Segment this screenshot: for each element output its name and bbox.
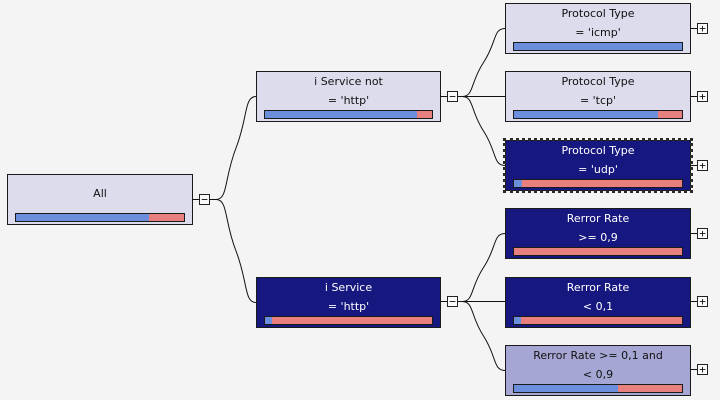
tree-node-service-http[interactable]: i Service = 'http' [256,277,441,328]
node-label-line2: = 'icmp' [575,26,621,39]
class-distribution-bar [264,110,433,119]
class-distribution-bar [513,384,683,393]
tree-node-rerror-low[interactable]: Rerror Rate < 0,1 [505,277,691,328]
node-label-line2: = 'tcp' [579,94,617,107]
attack-class-segment [522,180,682,187]
attack-class-segment [618,385,682,392]
node-label-line1: Protocol Type [561,75,635,88]
tree-node-root[interactable]: All [7,174,193,225]
expand-toggle-rerror-low[interactable]: + [697,296,708,307]
connector-curve [461,96,506,166]
normal-class-segment [265,111,417,118]
attack-class-segment [514,248,682,255]
expand-toggle-rerror-mid[interactable]: + [697,364,708,375]
expand-toggle-protocol-icmp[interactable]: + [697,23,708,34]
class-distribution-bar [15,213,185,222]
attack-class-segment [416,111,432,118]
normal-class-segment [514,111,659,118]
node-label-line2: < 0,9 [582,368,614,381]
node-label-line1: Protocol Type [561,144,635,157]
class-distribution-bar [513,110,683,119]
node-label-line2: < 0,1 [582,300,614,313]
node-label-line1: Rerror Rate >= 0,1 and [533,349,663,362]
expand-toggle-rerror-high[interactable]: + [697,228,708,239]
normal-class-segment [514,43,682,50]
connector-curve [215,96,257,200]
tree-node-rerror-mid[interactable]: Rerror Rate >= 0,1 and < 0,9 [505,345,691,396]
expand-toggle-protocol-udp[interactable]: + [697,160,708,171]
tree-node-service-not-http[interactable]: i Service not = 'http' [256,71,441,122]
collapse-toggle-service-http[interactable]: − [447,296,458,307]
node-label: All [93,187,107,200]
attack-class-segment [271,317,432,324]
class-distribution-bar [264,316,433,325]
normal-class-segment [16,214,149,221]
normal-class-segment [265,317,272,324]
attack-class-segment [148,214,184,221]
normal-class-segment [514,385,619,392]
tree-node-rerror-high[interactable]: Rerror Rate >= 0,9 [505,208,691,259]
collapse-toggle-service-not-http[interactable]: − [447,91,458,102]
node-label-line2: >= 0,9 [578,231,618,244]
node-label-line1: Rerror Rate [566,281,630,294]
node-label-line1: Rerror Rate [566,212,630,225]
normal-class-segment [514,180,523,187]
class-distribution-bar [513,316,683,325]
tree-node-protocol-udp[interactable]: Protocol Type = 'udp' [503,138,693,193]
connector-curve [461,233,506,302]
connector-curve [461,28,506,97]
node-label-line2: = 'http' [327,94,370,107]
node-label-line1: i Service [324,281,373,294]
expand-toggle-protocol-tcp[interactable]: + [697,91,708,102]
collapse-toggle-root[interactable]: − [199,194,210,205]
node-label-line1: Protocol Type [561,7,635,20]
attack-class-segment [520,317,682,324]
attack-class-segment [658,111,682,118]
node-label-line1: i Service not [314,75,383,88]
class-distribution-bar [513,179,683,188]
node-label-line2: = 'http' [327,300,370,313]
tree-node-protocol-tcp[interactable]: Protocol Type = 'tcp' [505,71,691,122]
normal-class-segment [514,317,521,324]
tree-node-protocol-icmp[interactable]: Protocol Type = 'icmp' [505,3,691,54]
node-label-line2: = 'udp' [578,163,618,176]
connector-curve [461,301,506,371]
connector-curve [215,199,257,303]
class-distribution-bar [513,42,683,51]
class-distribution-bar [513,247,683,256]
